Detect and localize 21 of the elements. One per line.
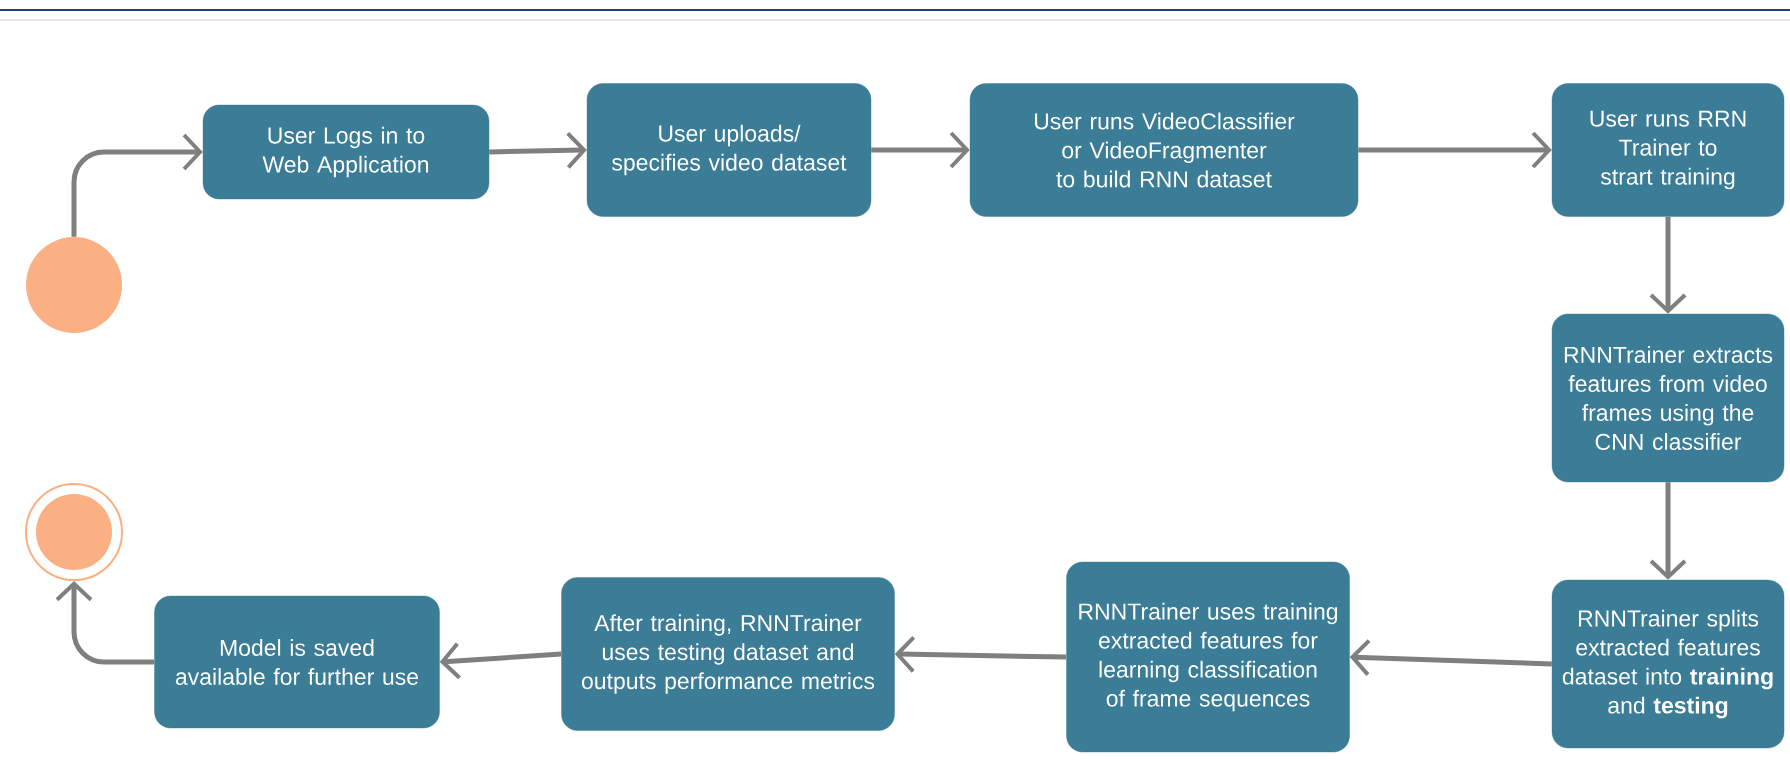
- process-box: User Logs in to Web Application: [202, 104, 490, 200]
- arrow: [71, 133, 203, 237]
- arrow: [1649, 482, 1687, 580]
- arrow: [439, 642, 562, 680]
- arrow: [1358, 131, 1552, 169]
- process-box: After training, RNNTrainer uses testing dataset and outputs performance metrics: [561, 577, 895, 731]
- arrow: [871, 131, 970, 169]
- process-box: RNNTrainer uses training extracted features for learning classification of frame sequences: [1066, 561, 1350, 753]
- process-box: Model is saved available for further use: [154, 595, 440, 729]
- arrow: [894, 635, 1067, 673]
- arrow: [1649, 216, 1687, 314]
- process-box: User uploads/ specifies video dataset: [586, 83, 872, 217]
- arrow: [55, 581, 155, 665]
- process-box: RNNTrainer extracts features from video frames using the CNN classifier: [1551, 313, 1785, 483]
- process-box: User runs VideoClassifier or VideoFragmenter to build RNN dataset: [969, 83, 1359, 217]
- arrow: [489, 132, 587, 169]
- process-box: RNNTrainer splits extracted features dataset into training and testing: [1551, 579, 1785, 749]
- start-circle: [26, 237, 122, 333]
- process-box: User runs RRN Trainer to strart training: [1551, 83, 1785, 217]
- arrow: [1349, 639, 1552, 676]
- end-circle: [25, 483, 123, 581]
